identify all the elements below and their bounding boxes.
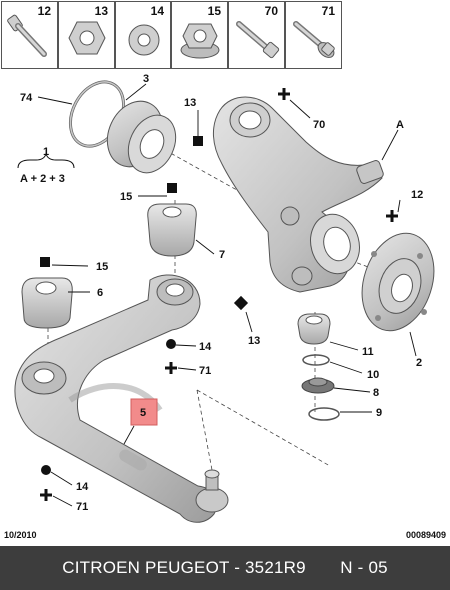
label-9: 9 (376, 407, 382, 419)
cap-8 (301, 377, 335, 394)
label-A: A (396, 119, 404, 131)
flange-bolt-icon (293, 21, 335, 58)
marker-dot-14-left (41, 465, 51, 475)
marker-square-13-top (193, 136, 203, 146)
marker-cross-71-right (165, 362, 177, 374)
bush-6 (21, 277, 73, 329)
header-part-71: 71 (285, 1, 342, 69)
label-13-bottom: 13 (248, 335, 260, 347)
reference-number: 00089409 (405, 530, 446, 540)
wheel-bearing-3 (106, 100, 177, 174)
footer-text: CITROEN PEUGEOT - 3521R9 N - 05 (0, 558, 450, 578)
footer-bar: CITROEN PEUGEOT - 3521R9 N - 05 (0, 546, 450, 590)
marker-dot-14-right (166, 339, 176, 349)
label-74: 74 (20, 92, 33, 104)
bolt-icon (7, 14, 47, 57)
label-3: 3 (143, 73, 149, 85)
footer-part-number: 3521R9 (245, 558, 306, 577)
leader-lines (37, 83, 417, 507)
label-11: 11 (362, 346, 374, 358)
footer-separator: - (234, 558, 246, 577)
label-6: 6 (97, 287, 103, 299)
wheel-hub-2 (361, 232, 435, 332)
legend-brace (17, 152, 75, 169)
label-71-left: 71 (76, 501, 88, 513)
label-12: 12 (411, 189, 423, 201)
part-number: 15 (207, 4, 221, 18)
nut-icon (68, 21, 106, 55)
footer-spacer (311, 558, 336, 577)
label-7: 7 (219, 249, 225, 261)
marker-square-15-left (40, 257, 50, 267)
footer-page: N - 05 (340, 558, 388, 577)
part-number: 13 (94, 4, 108, 18)
washer-icon (128, 24, 160, 56)
label-2: 2 (416, 357, 422, 369)
label-10: 10 (367, 369, 379, 381)
legend-number: 1 (43, 146, 49, 158)
lower-control-arm-5 (14, 274, 229, 523)
label-5: 5 (140, 407, 146, 419)
bush-7 (147, 203, 197, 257)
bush-11 (297, 313, 331, 345)
marker-square-15-top (167, 183, 177, 193)
legend-formula: A + 2 + 3 (20, 173, 65, 185)
header-part-14: 14 (115, 1, 171, 69)
part-number: 71 (321, 4, 335, 18)
marker-cross-71-left (40, 489, 52, 501)
ring-9 (308, 407, 340, 421)
ring-10 (302, 354, 330, 366)
label-71-right: 71 (199, 365, 211, 377)
date-code: 10/2010 (4, 530, 37, 540)
part-number: 70 (264, 4, 278, 18)
marker-cross-12 (386, 210, 398, 222)
label-15-top: 15 (120, 191, 132, 203)
label-70: 70 (313, 119, 325, 131)
footer-brand: CITROEN PEUGEOT (62, 558, 230, 577)
label-13-top: 13 (184, 97, 196, 109)
header-part-15: 15 (171, 1, 228, 69)
highlight-box-part-5 (130, 398, 158, 426)
flange-nut-icon (180, 23, 220, 59)
label-8: 8 (373, 387, 379, 399)
part-number: 14 (150, 4, 164, 18)
label-14-left: 14 (76, 481, 89, 493)
steering-knuckle (213, 96, 384, 293)
part-number: 12 (37, 4, 51, 18)
header-part-13: 13 (58, 1, 115, 69)
marker-square-13-bottom (233, 295, 249, 311)
header-part-70: 70 (228, 1, 285, 69)
bolt-icon (236, 21, 280, 59)
marker-cross-70 (278, 88, 290, 100)
label-15-left: 15 (96, 261, 108, 273)
label-14-right: 14 (199, 341, 212, 353)
header-part-12: 12 (1, 1, 58, 69)
